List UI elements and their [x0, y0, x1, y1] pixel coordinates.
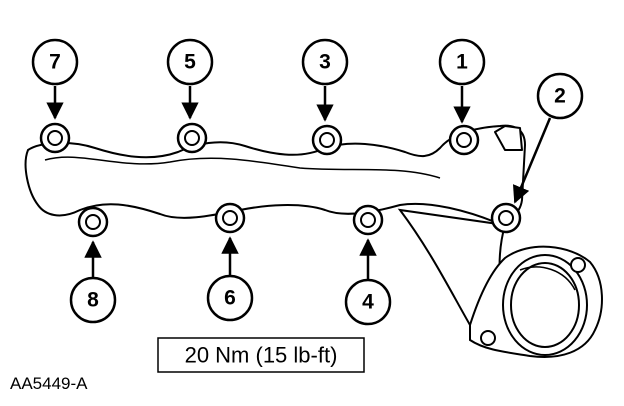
callout-5: 5	[166, 38, 214, 86]
bolt-8	[77, 206, 109, 238]
callout-4: 4	[344, 278, 392, 326]
svg-text:7: 7	[49, 51, 61, 74]
bolt-1	[448, 124, 480, 156]
bolt-3	[311, 124, 343, 156]
torque-spec: 20 Nm (15 lb-ft)	[185, 343, 338, 368]
bolt-7	[39, 122, 71, 154]
svg-text:2: 2	[554, 85, 566, 108]
callout-1: 1	[438, 38, 486, 86]
bolt-2	[490, 202, 522, 234]
callouts: 7 5 3 1 2 8 6 4	[31, 38, 584, 326]
callout-7: 7	[31, 38, 79, 86]
svg-text:5: 5	[184, 51, 196, 74]
figure-id: AA5449-A	[10, 374, 88, 393]
outlet-flange	[397, 208, 603, 358]
svg-text:1: 1	[456, 51, 468, 74]
torque-spec-box: 20 Nm (15 lb-ft)	[157, 337, 365, 373]
bolt-6	[214, 202, 246, 234]
callout-3: 3	[301, 38, 349, 86]
bolt-4	[352, 204, 384, 236]
callout-8: 8	[69, 276, 117, 324]
bolt-5	[176, 122, 208, 154]
callout-6: 6	[206, 274, 254, 322]
svg-text:3: 3	[319, 51, 331, 74]
callout-2: 2	[536, 72, 584, 120]
leader-arrows	[46, 86, 552, 280]
bolt-bosses	[39, 122, 522, 238]
svg-text:8: 8	[87, 289, 99, 312]
svg-text:4: 4	[362, 291, 374, 314]
svg-text:6: 6	[224, 287, 236, 310]
manifold-body	[24, 124, 526, 224]
